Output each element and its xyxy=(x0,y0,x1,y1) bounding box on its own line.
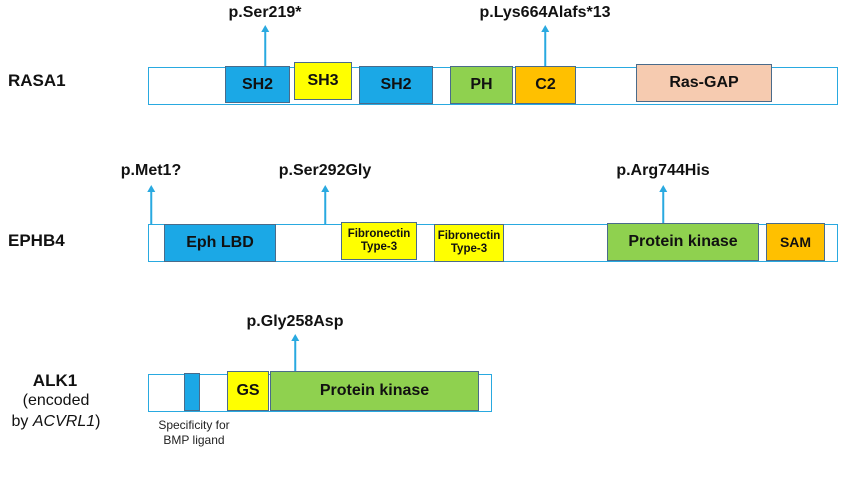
ephb4-mutation-arrow xyxy=(150,191,152,224)
rasa1-domain-c2: C2 xyxy=(515,66,576,104)
alk1-domain-gs: GS xyxy=(227,371,269,411)
rasa1-domain-ras-gap: Ras-GAP xyxy=(636,64,772,102)
rasa1-domain-sh2: SH2 xyxy=(359,66,433,104)
rasa1-domain-sh2: SH2 xyxy=(225,66,290,103)
alk1-subtitle-line2: by ACVRL1) xyxy=(8,411,104,432)
ephb4-mutation-label: p.Met1? xyxy=(120,162,182,179)
alk1-specificity-note: Specificity for BMP ligand xyxy=(158,418,230,447)
alk1-mutation-arrow xyxy=(294,340,296,374)
ephb4-mutation-label: p.Arg744His xyxy=(616,162,710,179)
rasa1-mutation-arrow xyxy=(544,31,546,67)
alk1-subtitle-gene: ACVRL1 xyxy=(32,413,96,430)
alk1-subtitle-line1: (encoded xyxy=(22,392,90,409)
ephb4-domain-fibronectin-2: Fibronectin Type-3 xyxy=(434,224,504,262)
alk1-subtitle-close: ) xyxy=(95,413,101,430)
ephb4-domain-eph-lbd: Eph LBD xyxy=(164,224,276,262)
alk1-domain-protein-kinase: Protein kinase xyxy=(270,371,479,411)
rasa1-mutation-label: p.Ser219* xyxy=(228,4,302,21)
alk1-gene-label: ALK1 xyxy=(32,371,78,390)
ephb4-mutation-arrow xyxy=(324,191,326,224)
rasa1-mutation-label: p.Lys664Alafs*13 xyxy=(479,4,611,21)
rasa1-domain-ph: PH xyxy=(450,66,513,104)
alk1-gene-subtitle: (encoded by ACVRL1) xyxy=(8,390,104,432)
ephb4-mutation-arrow xyxy=(662,191,664,224)
ephb4-domain-fibronectin-1: Fibronectin Type-3 xyxy=(341,222,417,260)
alk1-specificity-domain xyxy=(184,373,200,411)
ephb4-domain-protein-kinase: Protein kinase xyxy=(607,223,759,261)
ephb4-domain-sam: SAM xyxy=(766,223,825,261)
ephb4-mutation-label: p.Ser292Gly xyxy=(278,162,372,179)
rasa1-mutation-arrow xyxy=(264,31,266,67)
rasa1-gene-label: RASA1 xyxy=(8,71,66,90)
alk1-subtitle-by: by xyxy=(11,413,33,430)
alk1-mutation-label: p.Gly258Asp xyxy=(246,313,344,330)
ephb4-gene-label: EPHB4 xyxy=(8,231,65,250)
rasa1-domain-sh3: SH3 xyxy=(294,62,352,100)
